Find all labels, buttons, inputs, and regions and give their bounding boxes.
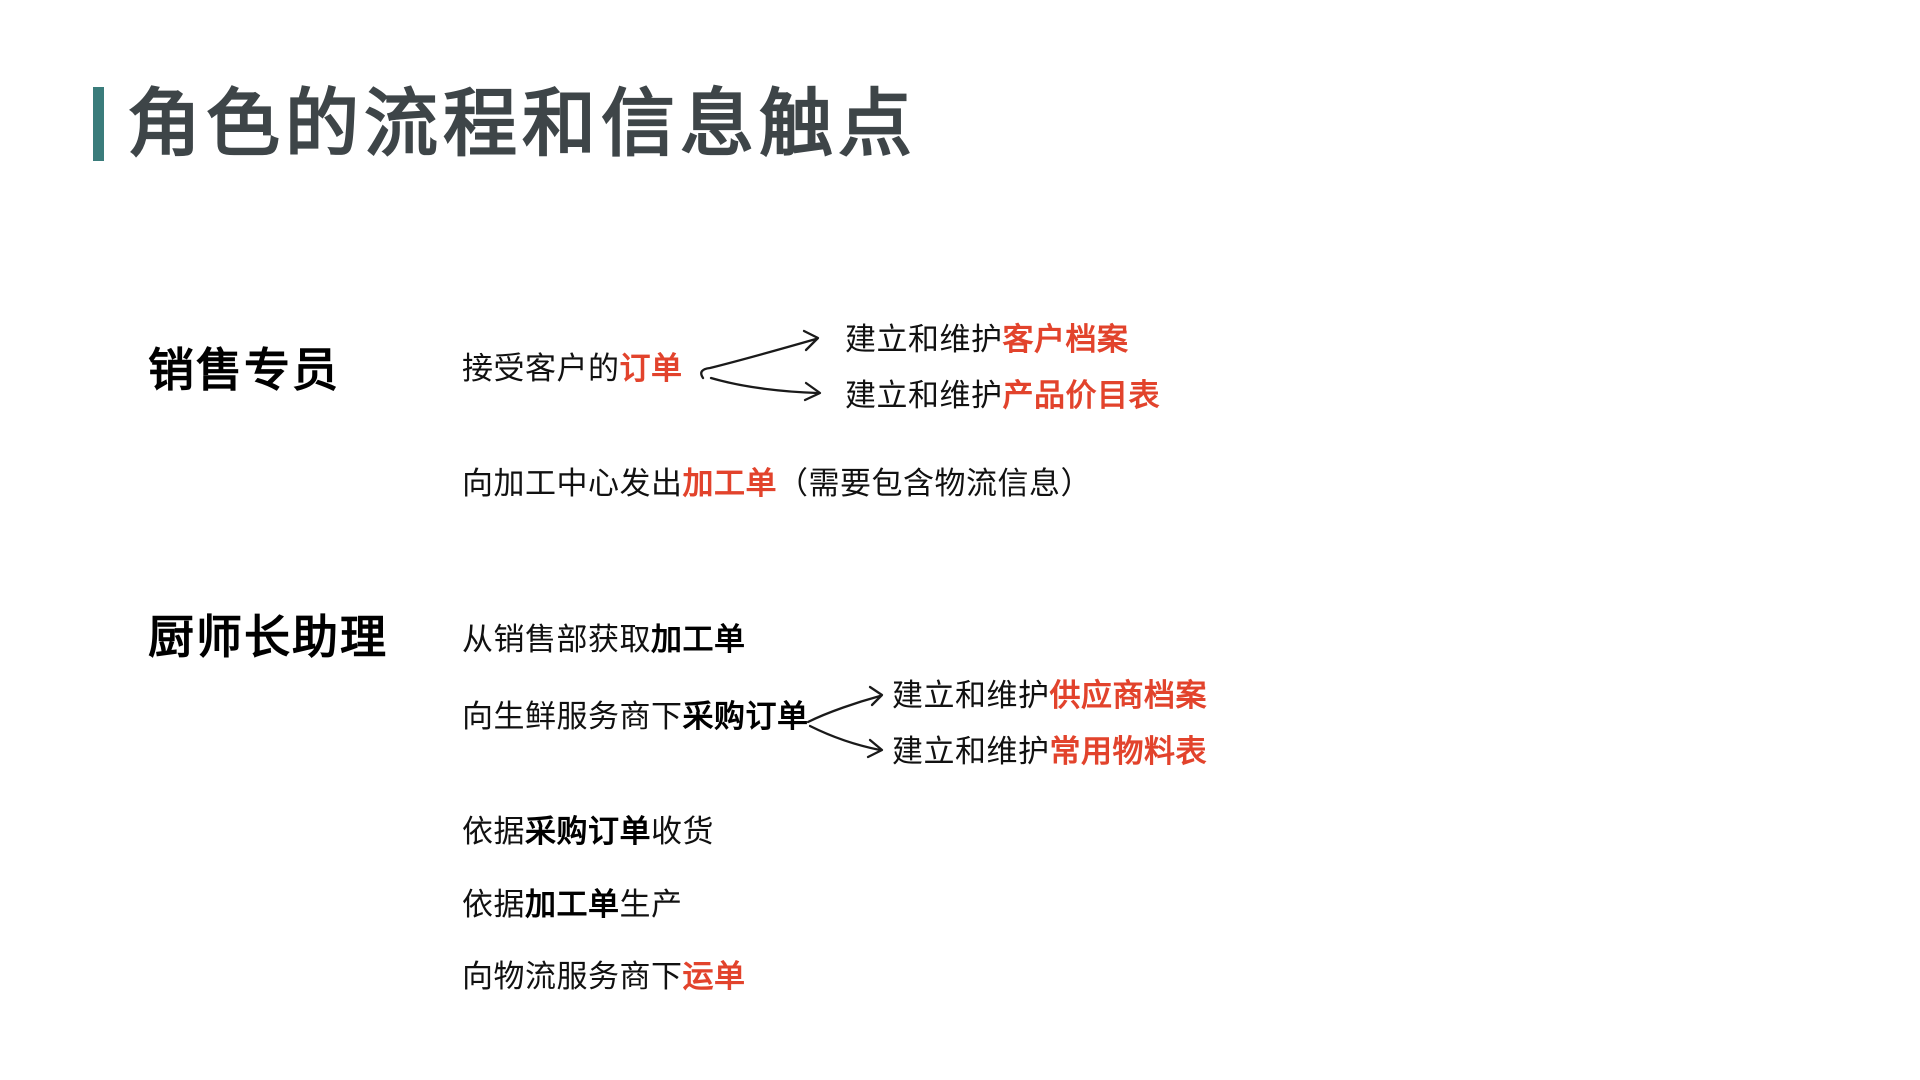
flow-highlight: 订单 (619, 351, 683, 386)
flow-text: 依据 (462, 814, 525, 849)
fork-arrow-upper-line (700, 337, 818, 380)
flow-highlight: 运单 (682, 959, 746, 994)
role-heading-chef-assistant: 厨师长助理 (148, 611, 388, 663)
flow-text: 向物流服务商下 (462, 959, 683, 994)
fork-arrow-upper-line (806, 694, 882, 724)
role-heading-sales: 销售专员 (148, 344, 340, 396)
branch-highlight: 常用物料表 (1049, 734, 1207, 769)
flow-row-purchase-order: 向生鲜服务商下采购订单 (462, 698, 809, 735)
flow-text: 从销售部获取 (462, 622, 651, 657)
flow-row-accept-order: 接受客户的订单 (462, 350, 683, 387)
fork-arrow-lower-line (808, 724, 882, 752)
flow-text: 向生鲜服务商下 (462, 699, 683, 734)
flow-text: 依据 (462, 887, 525, 922)
branch-row-supplier-archive: 建立和维护供应商档案 (892, 677, 1207, 714)
branch-text: 建立和维护 (892, 678, 1050, 713)
branch-text: 建立和维护 (845, 322, 1003, 357)
flow-text: 收货 (651, 814, 714, 849)
flow-emphasis: 加工单 (525, 887, 620, 922)
branch-row-material-list: 建立和维护常用物料表 (892, 733, 1207, 770)
branch-highlight: 产品价目表 (1002, 378, 1160, 413)
fork-arrow-icon (700, 329, 822, 402)
flow-emphasis: 采购订单 (525, 814, 651, 849)
branch-text: 建立和维护 (892, 734, 1050, 769)
flow-row-processing-order: 向加工中心发出加工单（需要包含物流信息） (462, 465, 1092, 502)
flow-note: （需要包含物流信息） (777, 466, 1092, 501)
flow-row-get-processing-order: 从销售部获取加工单 (462, 621, 746, 658)
fork-arrow-upper-head (802, 329, 820, 352)
title-accent-bar (93, 87, 104, 161)
flow-text: 生产 (619, 887, 683, 922)
fork-arrow-icon (806, 685, 884, 759)
flow-text: 接受客户的 (462, 351, 620, 386)
flow-row-waybill: 向物流服务商下运单 (462, 958, 746, 995)
flow-row-production: 依据加工单生产 (462, 886, 683, 923)
fork-arrow-lower-line (709, 376, 819, 395)
fork-arrow-lower-head (866, 738, 884, 759)
fork-arrow-upper-head (868, 685, 884, 707)
flow-emphasis: 加工单 (651, 622, 746, 657)
page-title: 角色的流程和信息触点 (127, 82, 917, 165)
fork-arrow-lower-head (803, 381, 822, 402)
flow-row-receive-goods: 依据采购订单收货 (462, 813, 714, 850)
flow-highlight: 加工单 (682, 466, 777, 501)
branch-highlight: 客户档案 (1002, 322, 1129, 357)
branch-highlight: 供应商档案 (1049, 678, 1207, 713)
flow-text: 向加工中心发出 (462, 466, 683, 501)
flow-emphasis: 采购订单 (682, 699, 809, 734)
branch-row-price-list: 建立和维护产品价目表 (845, 377, 1160, 414)
branch-text: 建立和维护 (845, 378, 1003, 413)
branch-row-customer-archive: 建立和维护客户档案 (845, 321, 1129, 358)
